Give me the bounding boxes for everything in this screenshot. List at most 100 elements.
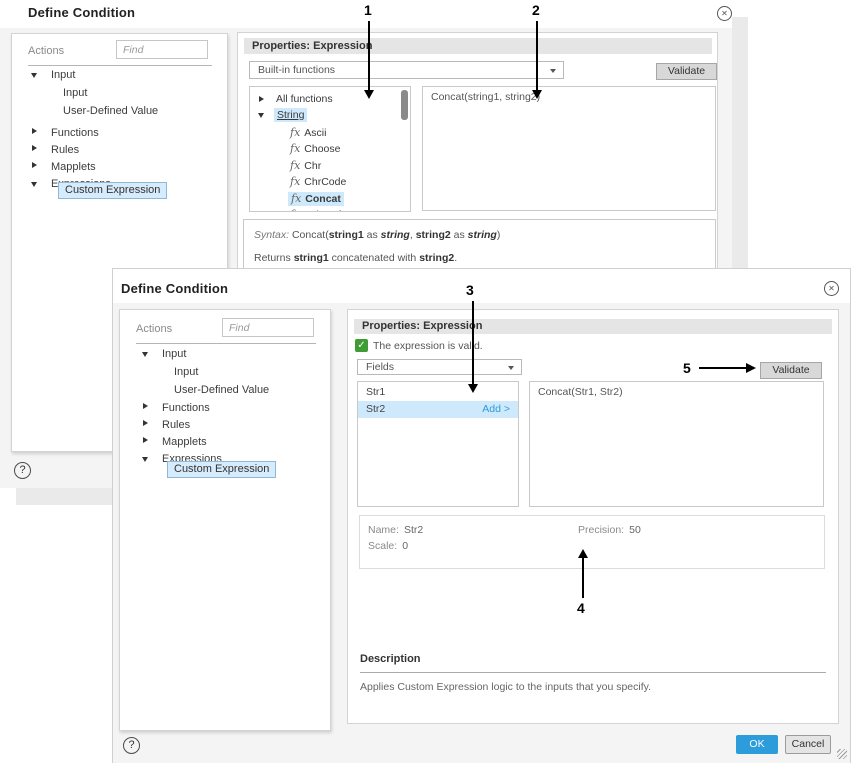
divider (28, 65, 212, 66)
validate-button[interactable]: Validate (760, 362, 822, 379)
properties-panel: Properties: Expression ✓ The expression … (347, 309, 839, 724)
field-detail-box: Name:Str2 Precision:50 Scale:0 (359, 515, 825, 569)
syntax-line: Syntax: Concat(string1 as string, string… (254, 229, 501, 241)
expression-text: Concat(Str1, Str2) (538, 386, 623, 398)
description-title: Description (360, 653, 421, 665)
sidebar-item-mapplets[interactable]: Mapplets (51, 161, 96, 173)
help-icon[interactable]: ? (123, 737, 140, 754)
field-name: Str1 (366, 386, 386, 398)
sidebar-item-rules[interactable]: Rules (51, 144, 80, 156)
caret-right-icon[interactable] (32, 162, 37, 168)
expression-editor[interactable]: Concat(string1, string2) (422, 86, 716, 211)
fx-icon: fx (291, 192, 302, 205)
sidebar-item-functions[interactable]: Functions (162, 402, 210, 414)
returns-line: Returns string1 concatenated with string… (254, 252, 458, 264)
fx-icon: fx (290, 142, 301, 155)
field-category-dropdown[interactable]: Fields (357, 359, 522, 375)
divider (360, 672, 826, 673)
dialog-body: Actions Input Input User-Defined Value F… (113, 303, 850, 763)
field-scale-detail: Scale:0 (368, 540, 409, 552)
valid-check-icon: ✓ (355, 339, 368, 352)
actions-label: Actions (136, 323, 173, 335)
fields-list[interactable]: Str1 Str2 Add > (357, 381, 519, 507)
caret-down-icon[interactable] (258, 113, 264, 118)
divider (136, 343, 316, 344)
find-input[interactable] (116, 40, 208, 59)
sidebar-item-mapplets[interactable]: Mapplets (162, 436, 207, 448)
expression-text: Concat(string1, string2) (431, 91, 541, 103)
define-condition-dialog-2: Define Condition ✕ Actions Input Input U… (112, 268, 851, 763)
annotation-label: 5 (683, 360, 691, 376)
chevron-down-icon (508, 366, 514, 370)
caret-right-icon[interactable] (32, 128, 37, 134)
annotation-label: 2 (532, 2, 540, 18)
field-row-str2-selected[interactable]: Str2 Add > (358, 401, 518, 418)
sidebar-item-custom-expression-selected[interactable]: Custom Expression (58, 182, 168, 199)
add-field-link[interactable]: Add > (482, 403, 510, 415)
sidebar-item-user-defined-value[interactable]: User-Defined Value (63, 105, 159, 117)
sidebar-item-functions[interactable]: Functions (51, 127, 99, 139)
caret-right-icon[interactable] (143, 420, 148, 426)
sidebar-item-input-child[interactable]: Input (63, 87, 88, 99)
caret-right-icon[interactable] (259, 96, 264, 102)
arrow-head-down-icon (364, 90, 374, 99)
field-name-detail: Name:Str2 (368, 524, 424, 536)
caret-down-icon[interactable] (31, 73, 37, 78)
chevron-down-icon (550, 69, 556, 73)
dialog-title: Define Condition (121, 281, 229, 296)
validate-button[interactable]: Validate (656, 63, 717, 80)
cancel-button[interactable]: Cancel (785, 735, 831, 754)
arrow-line (536, 21, 538, 91)
fx-icon: fx (290, 159, 301, 172)
actions-panel: Actions Input Input User-Defined Value F… (119, 309, 331, 731)
arrow-head-down-icon (532, 90, 542, 99)
arrow-line (699, 367, 747, 369)
arrow-head-up-icon (578, 549, 588, 558)
sidebar-item-rules[interactable]: Rules (162, 419, 191, 431)
sidebar-item-input[interactable]: Input (162, 348, 187, 360)
scrollbar-thumb[interactable] (401, 90, 408, 120)
caret-right-icon[interactable] (143, 437, 148, 443)
function-group-string-selected[interactable]: String (274, 108, 308, 122)
caret-down-icon[interactable] (31, 182, 37, 187)
caret-right-icon[interactable] (32, 145, 37, 151)
function-item-indexof[interactable]: fxIndexOf (290, 208, 341, 211)
close-icon[interactable]: ✕ (824, 281, 839, 296)
caret-down-icon[interactable] (142, 352, 148, 357)
resize-handle[interactable] (837, 749, 847, 759)
arrow-head-right-icon (746, 363, 756, 373)
arrow-line (472, 301, 474, 384)
actions-label: Actions (28, 45, 65, 57)
sidebar-item-input[interactable]: Input (51, 69, 76, 81)
sidebar-item-custom-expression-selected[interactable]: Custom Expression (167, 461, 277, 478)
field-name: Str2 (366, 403, 386, 415)
sidebar-item-input-child[interactable]: Input (174, 366, 199, 378)
help-icon[interactable]: ? (14, 462, 31, 479)
expression-editor[interactable]: Concat(Str1, Str2) (529, 381, 824, 507)
dropdown-value: Built-in functions (258, 64, 336, 76)
fx-icon: fx (290, 175, 301, 188)
field-precision-detail: Precision:50 (578, 524, 641, 536)
caret-right-icon[interactable] (143, 403, 148, 409)
function-group-all[interactable]: All functions (276, 93, 333, 105)
properties-header: Properties: Expression (354, 319, 832, 334)
dropdown-value: Fields (366, 361, 395, 373)
field-row-str1[interactable]: Str1 (358, 384, 518, 401)
caret-down-icon[interactable] (142, 457, 148, 462)
dialog-title: Define Condition (28, 5, 136, 20)
ok-button[interactable]: OK (736, 735, 778, 754)
description-text: Applies Custom Expression logic to the i… (360, 681, 652, 693)
close-icon[interactable]: ✕ (717, 6, 732, 21)
arrow-line (582, 558, 584, 598)
find-input[interactable] (222, 318, 314, 337)
arrow-head-down-icon (468, 384, 478, 393)
sidebar-item-user-defined-value[interactable]: User-Defined Value (174, 384, 270, 396)
function-category-dropdown[interactable]: Built-in functions (249, 61, 564, 79)
